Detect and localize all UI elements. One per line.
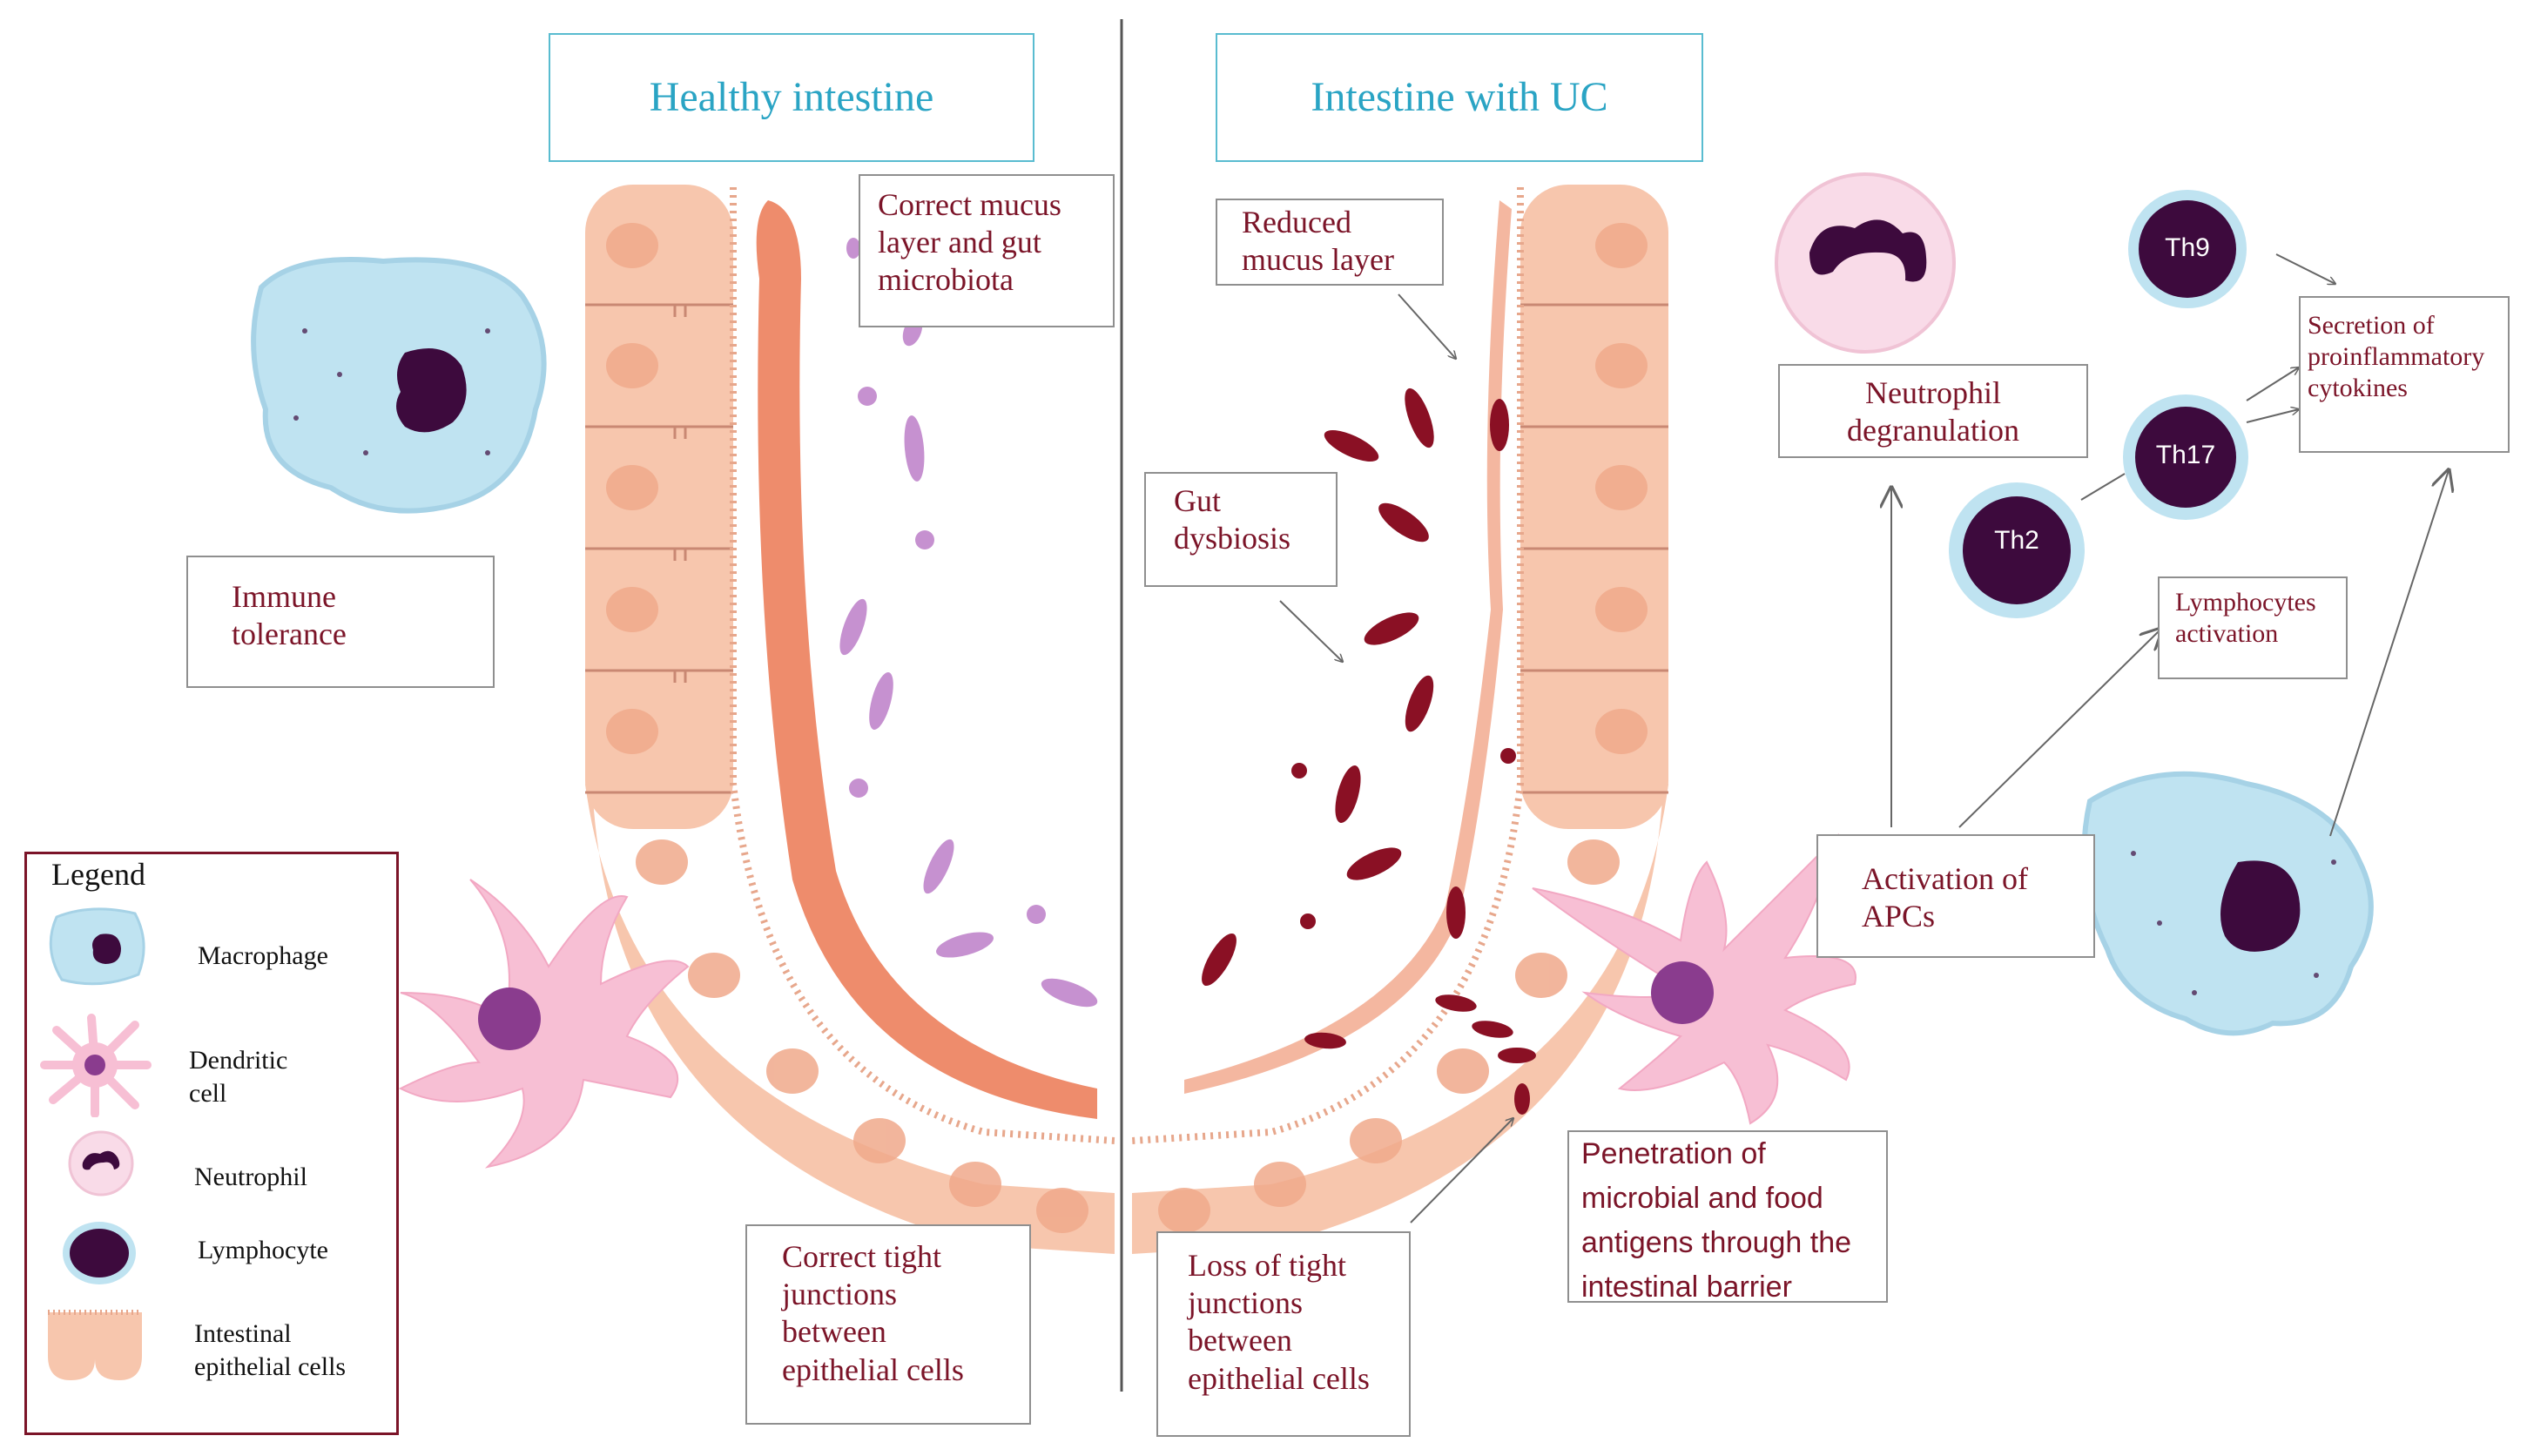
legend-dendritic-cell: Dendritic cell (189, 1046, 288, 1108)
uc-reduced-mucus-layer (1184, 200, 1512, 1094)
lymphocyte-th2 (1949, 482, 2085, 618)
arrows (1279, 253, 2449, 1223)
neutrophil-degranulation-label: Neutrophil degranulation (1778, 364, 2088, 458)
lymphocyte-icon (63, 1222, 136, 1284)
legend-title: Legend (51, 857, 145, 892)
healthy-microbiota (839, 238, 1098, 1008)
legend-neutrophil: Neutrophil (194, 1163, 307, 1191)
healthy-mucus-layer (756, 200, 1097, 1119)
macrophage-icon (49, 907, 145, 986)
legend-macrophage: Macrophage (198, 941, 328, 970)
healthy-epithelium (585, 185, 1115, 1254)
uc-dysbiotic-bacteria (1202, 388, 1536, 1115)
th9-label: Th9 (2165, 233, 2210, 262)
penetration-label: Penetration of microbial and food antige… (1567, 1130, 1888, 1304)
legend: Legend Macrophage Dendritic cell Neutrop… (24, 852, 399, 1435)
correct-mucus-label: Correct mucus layer and gut microbiota (859, 174, 1115, 327)
loss-tight-junctions-label: Loss of tight junctions between epitheli… (1156, 1231, 1411, 1437)
legend-epithelial-cells: Intestinal epithelial cells (194, 1319, 347, 1381)
legend-lymphocyte: Lymphocyte (198, 1236, 328, 1264)
neutrophil-icon (68, 1130, 134, 1196)
healthy-intestine-title: Healthy intestine (549, 33, 1034, 162)
dendritic-cell-icon (40, 1014, 152, 1117)
healthy-dendritic-cell (398, 879, 690, 1169)
activated-macrophage (2081, 771, 2374, 1036)
healthy-macrophage (251, 257, 547, 514)
neutrophil-cell (1775, 172, 1956, 354)
immune-tolerance-label: Immune tolerance (186, 556, 495, 688)
lymphocytes-activation-label: Lymphocytes activation (2158, 576, 2348, 679)
reduced-mucus-label: Reduced mucus layer (1216, 199, 1444, 286)
uc-epithelium (1131, 185, 1668, 1254)
epithelial-cells-icon (48, 1310, 142, 1380)
correct-tight-junctions-label: Correct tight junctions between epitheli… (745, 1224, 1031, 1425)
activation-apcs-label: Activation of APCs (1816, 834, 2095, 958)
lymphocyte-th9 (2128, 190, 2247, 308)
lymphocyte-th17 (2123, 394, 2248, 520)
secretion-cytokines-label: Secretion of proinflammatory cytokines (2299, 296, 2510, 453)
th2-label: Th2 (1994, 526, 2039, 555)
uc-intestine-title: Intestine with UC (1216, 33, 1703, 162)
gut-dysbiosis-label: Gut dysbiosis (1144, 472, 1338, 587)
th17-label: Th17 (2155, 441, 2216, 469)
